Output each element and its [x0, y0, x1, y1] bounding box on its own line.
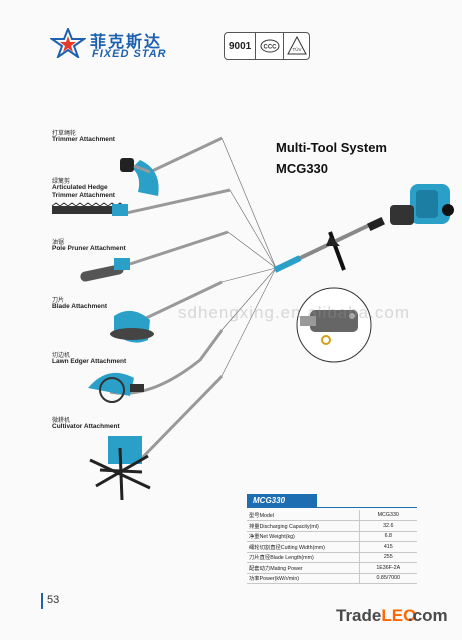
watermark-brand-trade: Trade — [336, 606, 382, 625]
watermark-brand-leo: LEO — [381, 606, 417, 625]
pole-pruner-attachment — [80, 230, 229, 282]
iso-9001-badge: 9001 — [225, 33, 257, 59]
svg-text:TÜV: TÜV — [292, 46, 301, 52]
table-row: 绳轮切割直径Cutting Width(mm)415 — [247, 541, 417, 553]
product-model: MCG330 — [276, 161, 329, 176]
attachment-label-cn: 油锯 — [52, 240, 65, 246]
attachment-label-cn: 绿篱剪 — [52, 179, 71, 185]
spec-label: 功率Power(kW/r/min) — [247, 573, 359, 584]
spec-label: 净重Net Weight(kg) — [247, 531, 359, 542]
attachment-label-en: Articulated Hedge Trimmer Attachment — [52, 184, 115, 199]
attachment-label-en: Trimmer Attachment — [52, 136, 115, 143]
attachment-label-en: Lawn Edger Attachment — [52, 358, 127, 365]
table-row: 刀片直径Blade Length(mm)255 — [247, 552, 417, 563]
spec-value: 6.8 — [358, 531, 417, 542]
watermark-site: sdhengxing.en.alibaba.com — [178, 303, 410, 322]
attachment-label-cn: 切边机 — [52, 353, 71, 359]
specs-table-header: MCG330 — [247, 494, 317, 508]
spec-label: 绳轮切割直径Cutting Width(mm) — [247, 541, 359, 553]
certification-badges: 9001 CCC TÜV — [224, 32, 310, 60]
attachment-label-en: Blade Attachment — [52, 303, 108, 310]
hedge-trimmer-attachment — [51, 188, 231, 216]
star-logo-icon — [50, 28, 86, 58]
spec-value: 255 — [358, 552, 417, 563]
coupling-detail — [296, 287, 372, 363]
attachment-label-cn: 打草绳轮 — [52, 131, 77, 137]
attachment-label-cn: 微耕机 — [52, 418, 71, 424]
attachment-label-en: Pole Pruner Attachment — [52, 245, 126, 252]
page-number-bar — [41, 593, 43, 609]
cultivator-attachment — [89, 374, 224, 501]
lawn-edger-attachment — [88, 329, 224, 403]
spec-label: 配套动力Mating Power — [247, 562, 359, 574]
spec-label: 型号Model — [247, 510, 359, 521]
brand-name-en: FIXED STAR — [92, 48, 167, 60]
spec-value: 415 — [358, 541, 417, 553]
specs-divider — [247, 507, 417, 508]
spec-label: 刀片直径Blade Length(mm) — [247, 552, 359, 563]
table-row: 排量Discharging Capacity(ml)32.6 — [247, 520, 417, 532]
power-head — [273, 184, 454, 273]
attachment-label-en: Cultivator Attachment — [52, 423, 120, 430]
page-number: 53 — [47, 594, 60, 606]
spec-label: 排量Discharging Capacity(ml) — [247, 520, 359, 532]
product-title: Multi-Tool System — [276, 140, 387, 155]
svg-text:CCC: CCC — [263, 45, 277, 51]
table-row: 净重Net Weight(kg)6.8 — [247, 531, 417, 542]
table-row: 功率Power(kW/r/min)0.85/7000 — [247, 573, 417, 584]
spec-value: 1E36F-2A — [358, 562, 417, 574]
ccc-cert-icon: CCC — [256, 33, 285, 59]
trimmer-attachment — [120, 136, 223, 196]
spec-value: MCG330 — [358, 510, 417, 521]
watermark-brand-com: .com — [408, 606, 448, 625]
attachment-label-cn: 刀片 — [52, 298, 65, 304]
connector-lines — [221, 137, 277, 377]
watermark-brand: TradeLEO — [336, 606, 416, 626]
blade-attachment — [110, 280, 223, 343]
spec-value: 32.6 — [358, 520, 417, 532]
spec-value: 0.85/7000 — [358, 573, 417, 584]
tuv-cert-icon: TÜV — [284, 33, 309, 59]
brand-name-cn: 菲克斯达 — [90, 34, 163, 51]
